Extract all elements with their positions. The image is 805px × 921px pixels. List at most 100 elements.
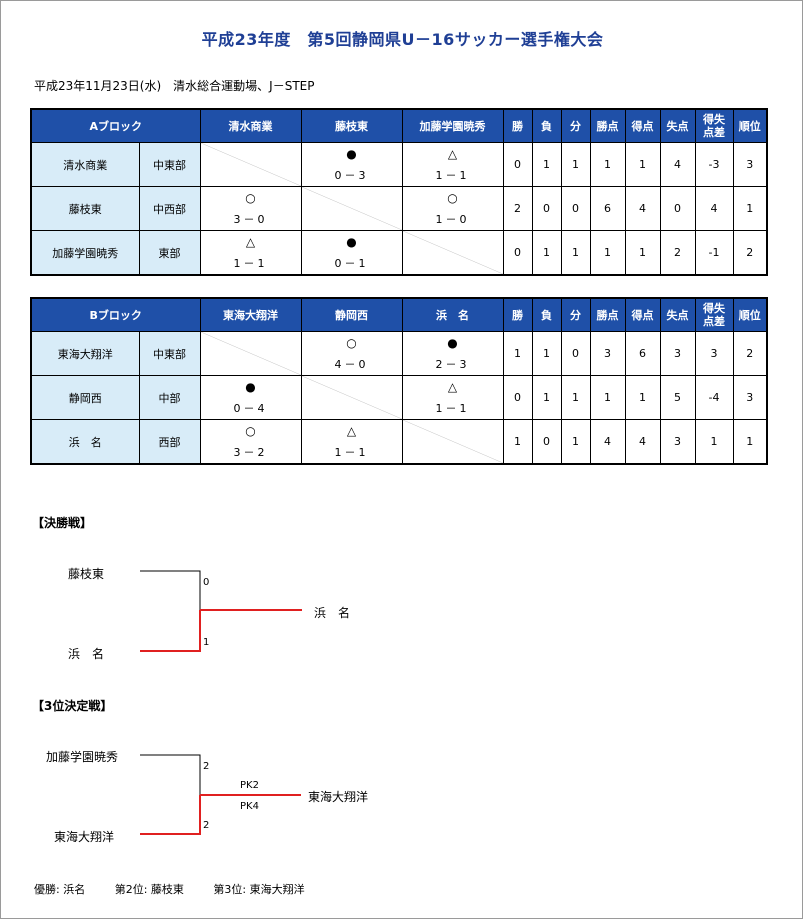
stat-losses: 0: [531, 186, 562, 231]
final-top-line: [140, 570, 201, 610]
stat-goal-diff: -1: [694, 230, 734, 276]
third-place-pk-bottom: PK4: [240, 801, 259, 812]
stat-header-wins: 勝: [502, 297, 533, 332]
third-place-bottom-score: 2: [203, 820, 210, 831]
match-score: 0－1: [334, 256, 369, 270]
result-mark: ○: [447, 190, 458, 205]
stat-points: 4: [589, 419, 626, 465]
team-region: 中部: [138, 375, 201, 420]
second-place-text: 第2位: 藤枝東: [114, 883, 184, 896]
team-name: 清水商業: [30, 142, 140, 187]
third-place-top-line: [140, 754, 201, 795]
stat-header-goals-against: 失点: [659, 108, 696, 143]
stat-header-goals-against: 失点: [659, 297, 696, 332]
match-result-cell: ○3－2: [199, 419, 302, 465]
stat-header-points: 勝点: [589, 108, 626, 143]
stat-goal-diff: 1: [694, 419, 734, 465]
third-place-top-team: 加藤学園暁秀: [46, 750, 119, 764]
stat-goal-diff: 3: [694, 331, 734, 376]
third-place-bottom-team: 東海大翔洋: [54, 830, 115, 844]
stat-wins: 0: [502, 230, 533, 276]
match-result-cell: ○ 3－0: [199, 186, 302, 231]
block-b-col-team: 東海大翔洋: [199, 297, 302, 332]
result-mark: △: [245, 234, 256, 249]
team-name: 藤枝東: [30, 186, 140, 231]
final-standings: 優勝: 浜名 第2位: 藤枝東 第3位: 東海大翔洋: [34, 881, 331, 897]
match-score: 3－0: [233, 212, 268, 226]
stat-rank: 2: [732, 230, 768, 276]
result-mark: ○: [346, 335, 357, 350]
result-mark: ○: [245, 423, 256, 438]
match-score: 0－3: [334, 168, 369, 182]
stat-draws: 0: [560, 186, 591, 231]
stat-wins: 2: [502, 186, 533, 231]
third-place-top-score: 2: [203, 761, 210, 772]
champion-text: 優勝: 浜名: [34, 883, 86, 896]
team-name: 加藤学園暁秀: [30, 230, 140, 276]
stat-header-wins: 勝: [502, 108, 533, 143]
match-result-cell: ○4－0: [300, 331, 403, 376]
stat-header-draws: 分: [560, 108, 591, 143]
block-b-table: Bブロック 東海大翔洋 静岡西 浜 名 勝 負 分 勝点 得点 失点 得失点差 …: [30, 297, 768, 465]
stat-header-points: 勝点: [589, 297, 626, 332]
stat-rank: 2: [732, 331, 768, 376]
result-mark: ●: [245, 379, 256, 394]
result-mark: ●: [447, 335, 458, 350]
stat-points: 6: [589, 186, 626, 231]
stat-draws: 1: [560, 375, 591, 420]
block-b-header-row: Bブロック 東海大翔洋 静岡西 浜 名 勝 負 分 勝点 得点 失点 得失点差 …: [30, 297, 768, 332]
stat-losses: 1: [531, 142, 562, 187]
result-mark: △: [346, 423, 357, 438]
block-b-col-team: 静岡西: [300, 297, 403, 332]
team-name: 浜 名: [30, 419, 140, 465]
match-score: 0－4: [233, 401, 268, 415]
team-name: 静岡西: [30, 375, 140, 420]
match-result-cell: ○ 1－0: [401, 186, 504, 231]
team-name: 東海大翔洋: [30, 331, 140, 376]
third-place-heading: 【3位決定戦】: [32, 699, 113, 713]
stat-rank: 1: [732, 186, 768, 231]
team-region: 西部: [138, 419, 201, 465]
block-a-col-team: 清水商業: [199, 108, 302, 143]
team-region: 中西部: [138, 186, 201, 231]
team-region: 東部: [138, 230, 201, 276]
block-a-label: Aブロック: [30, 108, 201, 143]
stat-wins: 1: [502, 419, 533, 465]
stat-header-goals-for: 得点: [624, 297, 661, 332]
event-date-venue: 平成23年11月23日(水) 清水総合運動場、J－STEP: [34, 79, 315, 93]
match-result-cell: ●0－1: [300, 230, 403, 276]
match-score: 1－0: [435, 212, 470, 226]
stat-header-draws: 分: [560, 297, 591, 332]
stat-header-goal-diff: 得失点差: [694, 297, 734, 332]
stat-draws: 0: [560, 331, 591, 376]
stat-rank: 1: [732, 419, 768, 465]
stat-wins: 0: [502, 142, 533, 187]
stat-header-goal-diff-line2: 点差: [703, 315, 725, 328]
third-place-text: 第3位: 東海大翔洋: [213, 883, 305, 896]
stat-goals-for: 1: [624, 375, 661, 420]
self-match-cell: [401, 419, 504, 465]
match-result-cell: △1－1: [300, 419, 403, 465]
final-bottom-score: 1: [203, 637, 210, 648]
self-match-cell: [401, 230, 504, 276]
third-place-winner: 東海大翔洋: [308, 790, 369, 804]
third-place-bottom-line: [140, 795, 201, 835]
stat-goal-diff: -3: [694, 142, 734, 187]
stat-header-goal-diff: 得失点差: [694, 108, 734, 143]
stat-header-goal-diff-line1: 得失: [703, 302, 725, 315]
stat-header-goals-for: 得点: [624, 108, 661, 143]
match-result-cell: ●2－3: [401, 331, 504, 376]
result-mark: △: [447, 146, 458, 161]
final-bottom-team: 浜 名: [68, 647, 105, 661]
stat-goals-against: 2: [659, 230, 696, 276]
self-match-cell: [199, 142, 302, 187]
result-mark: ●: [346, 146, 357, 161]
result-mark: ○: [245, 190, 256, 205]
match-result-cell: △1－1: [401, 142, 504, 187]
final-heading: 【決勝戦】: [32, 516, 93, 530]
